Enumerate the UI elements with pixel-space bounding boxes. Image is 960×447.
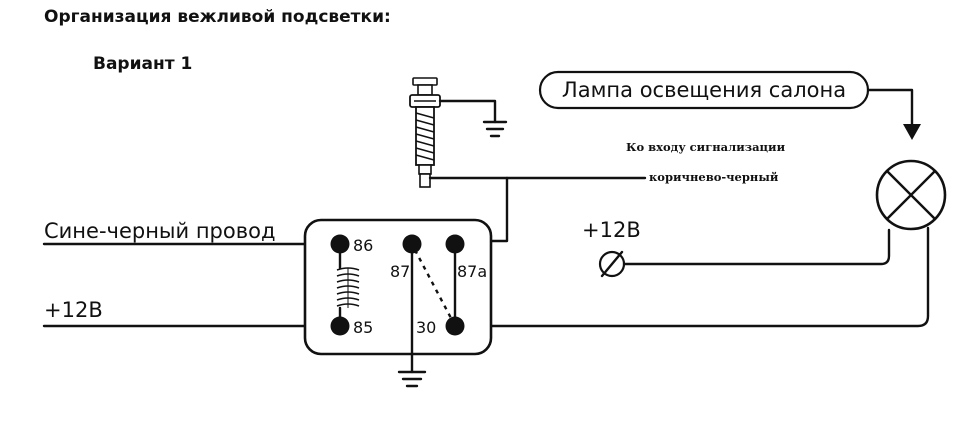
- alarm-input-label: Ко входу сигнализации: [626, 140, 786, 154]
- pin-86-dot: [330, 234, 350, 254]
- pin-86-label: 86: [353, 236, 373, 255]
- pin-87-label: 87: [390, 262, 410, 281]
- variant-heading: Вариант 1: [93, 54, 192, 74]
- pin-85-label: 85: [353, 318, 373, 337]
- pin-85-dot: [330, 316, 350, 336]
- lamp-icon: [875, 159, 947, 231]
- door-switch: [409, 77, 441, 188]
- wire-color-label: коричнево-черный: [649, 170, 779, 184]
- pin-87a-label: 87a: [457, 262, 487, 281]
- pin-87-dot: [402, 234, 422, 254]
- terminal-symbol: [598, 250, 626, 278]
- diagram-title: Организация вежливой подсветки:: [44, 7, 391, 27]
- lamp-label-box: Лампа освещения салона: [538, 70, 870, 110]
- ground-symbol-switch: [482, 120, 508, 138]
- lamp-label: Лампа освещения салона: [562, 78, 846, 102]
- relay: 86 85 87 87a 30: [303, 218, 493, 374]
- pin-30-label: 30: [416, 318, 436, 337]
- pin-30-dot: [445, 316, 465, 336]
- blue-black-wire-label: Сине-черный провод: [44, 219, 275, 243]
- arrow-down-icon: [903, 124, 921, 140]
- plus12-left-label: +12В: [44, 298, 103, 322]
- pin-87a-dot: [445, 234, 465, 254]
- ground-symbol-relay: [397, 370, 427, 388]
- plus12-right-label: +12В: [582, 218, 641, 242]
